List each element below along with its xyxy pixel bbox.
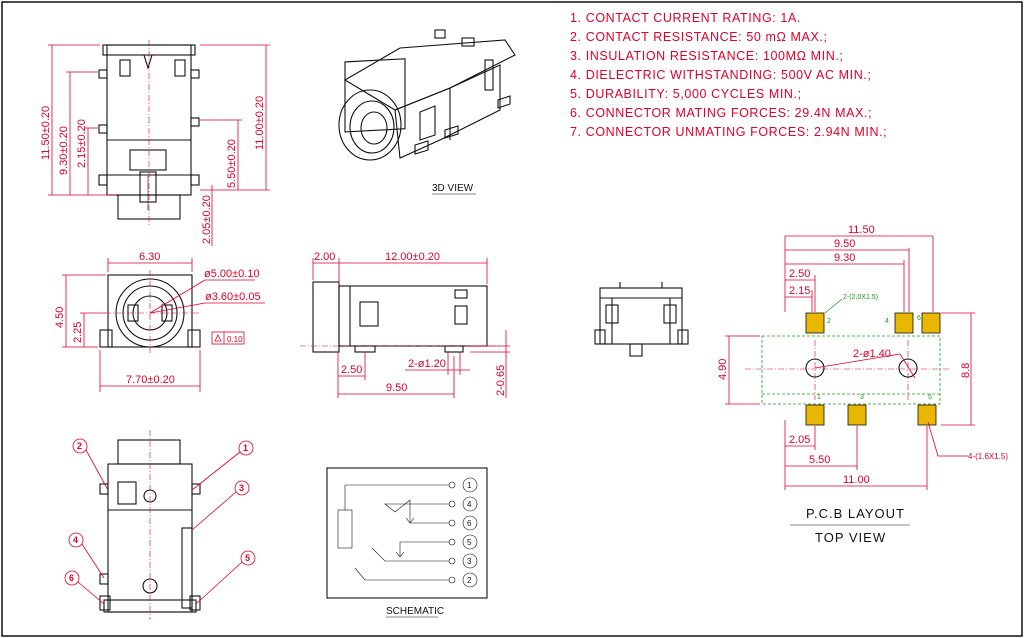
front-dim-6-30: 6.30 — [139, 251, 160, 263]
schematic-pin-2: 2 — [467, 576, 472, 585]
pcb-dim-2-dia-1-40: 2-ø1.40 — [853, 348, 891, 360]
pcb-pad-2 — [805, 312, 825, 334]
rear-view — [594, 282, 689, 357]
side-dim-9-50: 9.50 — [386, 382, 407, 394]
pcb-dim-4-90: 4.90 — [717, 359, 729, 380]
schematic-pin-4: 4 — [467, 500, 472, 509]
spec-2: 2. CONTACT RESISTANCE: 50 mΩ MAX.; — [570, 30, 828, 44]
pcb-title-line-2: TOP VIEW — [815, 530, 886, 545]
view-3d: 3D VIEW — [338, 29, 516, 195]
pcb-layout: 2 4 6 1 3 5 2-(2.0X1.5) 11.50 9.50 9.30 … — [717, 224, 1008, 545]
front-dim-7-70: 7.70±0.20 — [126, 374, 175, 386]
side-dim-2-dia-1-20: 2-ø1.20 — [408, 358, 446, 370]
front-dim-dia-5-00: ø5.00±0.10 — [204, 268, 260, 280]
pcb-dim-11-00: 11.00 — [843, 474, 870, 486]
side-dim-2-00: 2.00 — [314, 251, 335, 263]
pcb-pad-label-6: 6 — [917, 315, 921, 322]
spec-6: 6. CONNECTOR MATING FORCES: 29.4N MAX.; — [570, 106, 872, 120]
front-view: 6.30 ø5.00±0.10 ø3.60±0.05 4.50 2.25 7.7… — [54, 251, 265, 392]
schematic-pin-6: 6 — [467, 519, 472, 528]
top-dim-11-50: 11.50±0.20 — [40, 106, 52, 160]
pcb-pad-3 — [847, 404, 867, 426]
schematic-pin-1: 1 — [467, 481, 472, 490]
spec-4: 4. DIELECTRIC WITHSTANDING: 500V AC MIN.… — [570, 68, 872, 82]
pcb-pad-label-1: 1 — [817, 394, 821, 401]
pcb-pad-1 — [805, 404, 825, 426]
bottom-view: 2 1 3 4 5 6 — [64, 430, 256, 620]
specifications-list: 1. CONTACT CURRENT RATING: 1A. 2. CONTAC… — [570, 11, 887, 139]
schematic-caption: SCHEMATIC — [386, 606, 444, 617]
side-dim-2-0-65: 2-0.65 — [495, 365, 507, 396]
top-dim-9-30: 9.30±0.20 — [58, 126, 70, 175]
pcb-pad-5 — [917, 404, 937, 426]
pcb-dim-5-50: 5.50 — [809, 454, 830, 466]
pcb-dim-9-30: 9.30 — [834, 252, 855, 264]
pcb-dim-9-50: 9.50 — [834, 238, 855, 250]
spec-3: 3. INSULATION RESISTANCE: 100MΩ MIN.; — [570, 49, 844, 63]
spec-1: 1. CONTACT CURRENT RATING: 1A. — [570, 11, 801, 25]
spec-5: 5. DURABILITY: 5,000 CYCLES MIN.; — [570, 87, 802, 101]
pcb-pad-label-5: 5 — [928, 394, 932, 401]
pcb-note-pad-size-4: 4-(1.6X1.5) — [968, 452, 1008, 461]
pcb-pad-6 — [921, 312, 941, 334]
side-dim-12-00: 12.00±0.20 — [385, 251, 440, 263]
top-dim-2-05: 2.05±0.20 — [201, 195, 213, 244]
spec-7: 7. CONNECTOR UNMATING FORCES: 2.94N MIN.… — [570, 125, 887, 139]
front-flatness-value: 0.10 — [227, 335, 243, 344]
top-view: 11.50±0.20 9.30±0.20 2.15±0.20 11.00±0.2… — [40, 40, 270, 246]
pcb-note-pad-size-2: 2-(2.0X1.5) — [843, 294, 878, 301]
pcb-pad-4 — [894, 312, 914, 334]
side-view: 2.00 12.00±0.20 2-ø1.20 2.50 9.50 2-0.65 — [300, 251, 510, 398]
front-dim-dia-3-60: ø3.60±0.05 — [205, 291, 261, 303]
side-dim-2-50: 2.50 — [341, 364, 362, 376]
schematic-pin-5: 5 — [467, 538, 472, 547]
pcb-title-line-1: P.C.B LAYOUT — [806, 506, 905, 521]
callout-2: 2 — [77, 441, 82, 451]
pcb-dim-2-50: 2.50 — [789, 268, 810, 280]
pcb-pad-label-2: 2 — [827, 318, 831, 325]
front-dim-4-50: 4.50 — [54, 307, 66, 328]
pcb-dim-11-50: 11.50 — [848, 224, 875, 236]
pcb-pad-label-3: 3 — [860, 394, 864, 401]
pcb-pad-label-4: 4 — [885, 318, 889, 325]
callout-5: 5 — [245, 553, 250, 563]
pcb-dim-2-15: 2.15 — [789, 285, 810, 297]
view-3d-caption: 3D VIEW — [432, 183, 474, 194]
schematic-pin-3: 3 — [467, 557, 472, 566]
callout-3: 3 — [239, 483, 244, 493]
pcb-dim-8-8: 8.8 — [960, 363, 972, 378]
schematic: 1 4 6 5 3 2 SCHEMATIC — [326, 467, 488, 618]
callout-4: 4 — [73, 535, 78, 545]
top-dim-11-00: 11.00±0.20 — [254, 96, 266, 150]
callout-1: 1 — [243, 443, 248, 453]
pcb-dim-2-05: 2.05 — [789, 434, 810, 446]
top-dim-5-50: 5.50±0.20 — [226, 139, 238, 188]
callout-6: 6 — [69, 573, 74, 583]
top-dim-2-15: 2.15±0.20 — [76, 119, 88, 168]
front-dim-2-25: 2.25 — [72, 322, 84, 343]
